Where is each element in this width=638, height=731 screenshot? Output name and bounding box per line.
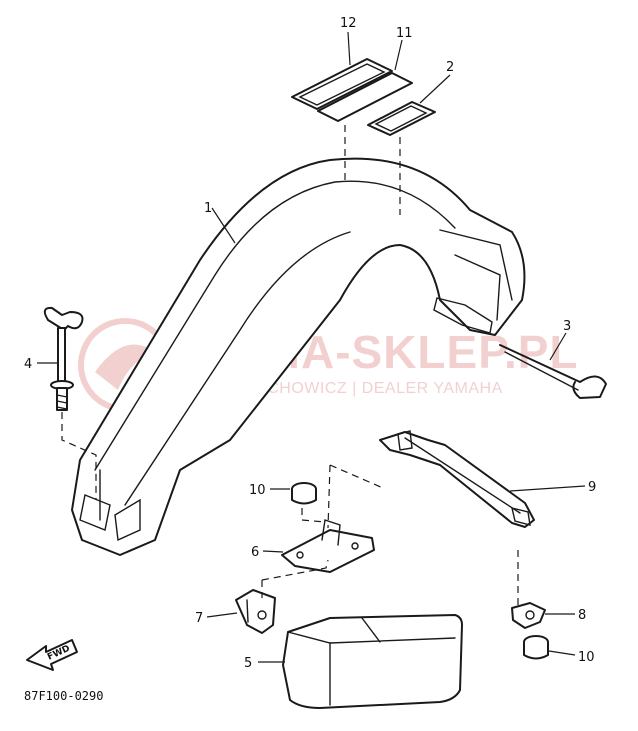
part-8-clip <box>511 602 546 629</box>
part-9-strap <box>379 430 535 528</box>
part-5-box <box>282 614 463 709</box>
callout-4: 4 <box>24 357 32 372</box>
callout-10-lower: 10 <box>578 650 595 665</box>
part-10-grommet-upper <box>291 482 317 505</box>
forward-direction-arrow: FWD <box>26 639 78 671</box>
watermark-logo-mark <box>95 344 155 390</box>
part-10-grommet-lower <box>523 635 549 660</box>
callout-6: 6 <box>251 545 259 560</box>
callout-labels: 12 11 2 1 3 4 9 10 6 8 7 5 10 <box>24 16 596 671</box>
callout-11: 11 <box>396 26 413 41</box>
callout-7: 7 <box>195 611 203 626</box>
part-7-bracket <box>235 589 276 634</box>
callout-12: 12 <box>340 16 357 31</box>
part-6-plate <box>281 519 375 573</box>
leader-lines <box>37 31 586 663</box>
part-2-emblem <box>367 101 436 136</box>
part-11-decal <box>317 72 413 122</box>
watermark-subtitle: WOJCIECHOWICZ | DEALER YAMAHA <box>202 380 503 397</box>
part-1-rear-fender <box>71 157 526 556</box>
alignment-lines <box>61 125 519 605</box>
callout-8: 8 <box>578 608 586 623</box>
callout-1: 1 <box>204 201 212 216</box>
callout-5: 5 <box>244 656 252 671</box>
callout-10-upper: 10 <box>249 483 266 498</box>
callout-2: 2 <box>446 60 454 75</box>
diagram-code: 87F100-0290 <box>24 689 103 703</box>
part-3-rod <box>499 344 607 399</box>
part-12-decal <box>291 58 393 110</box>
part-4-wing-bolt <box>43 306 84 411</box>
callout-3: 3 <box>563 319 571 334</box>
callout-9: 9 <box>588 480 596 495</box>
